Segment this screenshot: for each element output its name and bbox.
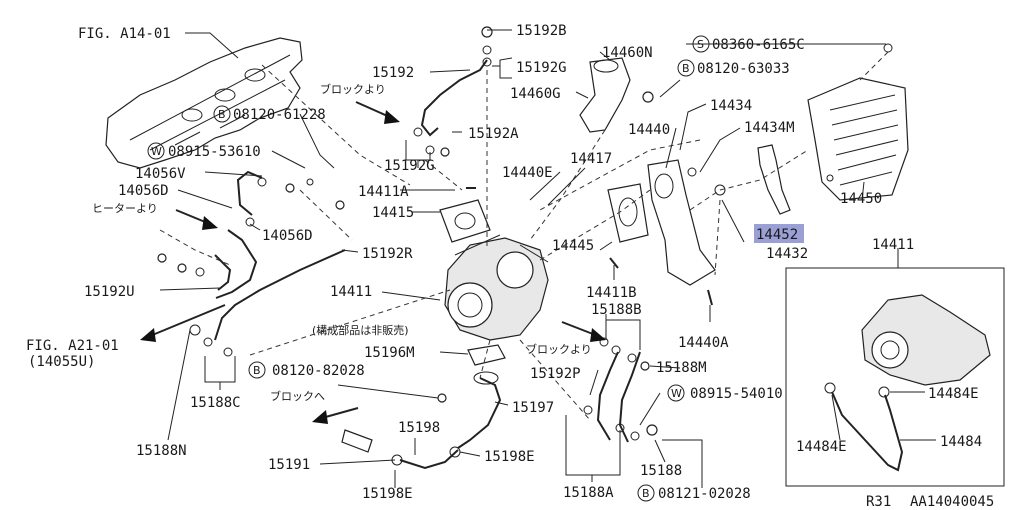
prefix-s-08360: S <box>697 38 704 51</box>
part-08360-6165C[interactable]: 08360-6165C <box>712 37 805 53</box>
dashed-reference-lines <box>159 51 889 421</box>
turbo-outlet-drawing <box>607 159 716 286</box>
part-15188C[interactable]: 15188C <box>190 395 241 411</box>
note-from-block-1: ブロックより <box>320 82 386 96</box>
gasket-drawing <box>439 199 491 243</box>
part-15188M[interactable]: 15188M <box>656 360 707 376</box>
leader-lines <box>159 29 936 488</box>
part-08915-54010[interactable]: 08915-54010 <box>690 386 783 402</box>
note-from-block-2: ブロックより <box>526 342 592 356</box>
part-15192P[interactable]: 15192P <box>530 366 581 382</box>
part-14452[interactable]: 14452 <box>756 227 798 243</box>
part-15198[interactable]: 15198 <box>398 420 440 436</box>
part-14440E[interactable]: 14440E <box>502 165 553 181</box>
part-08915-53610[interactable]: 08915-53610 <box>168 144 261 160</box>
part-15192[interactable]: 15192 <box>372 65 414 81</box>
fig-a14-ref[interactable]: FIG. A14-01 <box>78 26 171 42</box>
heat-shield-drawing <box>807 43 909 201</box>
heater-hoses-drawing <box>157 170 267 299</box>
prefix-b-08120-61228: B <box>218 108 226 121</box>
part-15198E-2[interactable]: 15198E <box>362 486 413 502</box>
part-15192U[interactable]: 15192U <box>84 284 135 300</box>
part-15192G-2[interactable]: 15192G <box>384 158 435 174</box>
prefix-b-08120-63033: B <box>682 62 690 75</box>
part-15188B[interactable]: 15188B <box>591 302 642 318</box>
part-08121-02028[interactable]: 08121-02028 <box>658 486 751 502</box>
part-14484E[interactable]: 14484E <box>928 386 979 402</box>
part-14411B[interactable]: 14411B <box>586 285 637 301</box>
water-hose-drawing <box>341 429 461 470</box>
inset-box <box>785 267 1005 487</box>
part-08120-61228[interactable]: 08120-61228 <box>233 107 326 123</box>
part-08120-63033[interactable]: 08120-63033 <box>697 61 790 77</box>
part-14432[interactable]: 14432 <box>766 246 808 262</box>
part-15197[interactable]: 15197 <box>512 400 554 416</box>
part-14434[interactable]: 14434 <box>710 98 752 114</box>
part-15192A[interactable]: 15192A <box>468 126 519 142</box>
note-from-heater: ヒーターより <box>92 202 158 215</box>
oil-feed-pipe-drawing <box>413 26 493 157</box>
footer-code: AA14040045 <box>910 494 994 510</box>
part-14440[interactable]: 14440 <box>628 122 670 138</box>
prefix-b-08121-02028: B <box>642 487 650 500</box>
pipe-15192P-drawing <box>583 337 658 443</box>
direction-arrows <box>140 101 606 424</box>
part-14434M[interactable]: 14434M <box>744 120 795 136</box>
part-15188[interactable]: 15188 <box>640 463 682 479</box>
turbocharger-drawing <box>444 234 549 341</box>
prefix-w-08915-54010: W <box>671 387 682 400</box>
water-elbow-drawing <box>579 57 654 133</box>
oil-drain-pipe-drawing <box>437 344 506 449</box>
part-08120-82028[interactable]: 08120-82028 <box>272 363 365 379</box>
part-14411A[interactable]: 14411A <box>358 184 409 200</box>
part-14056V[interactable]: 14056V <box>135 166 186 182</box>
part-14460G[interactable]: 14460G <box>510 86 561 102</box>
part-15191[interactable]: 15191 <box>268 457 310 473</box>
part-15196M[interactable]: 15196M <box>364 345 415 361</box>
fig-a21-ref[interactable]: FIG. A21-01 <box>26 338 119 354</box>
highlight-14452 <box>754 224 804 243</box>
prefix-w-08915-53610: W <box>151 145 162 158</box>
part-15198E[interactable]: 15198E <box>484 449 535 465</box>
part-14450[interactable]: 14450 <box>840 191 882 207</box>
part-14056D-2[interactable]: 14056D <box>262 228 313 244</box>
bracket-drawing <box>687 144 791 215</box>
note-not-sold: (構成部品は非販売) <box>312 323 409 337</box>
oil-return-pipe-drawing <box>189 178 346 357</box>
part-14411-inset[interactable]: 14411 <box>872 237 914 253</box>
part-14484E-2[interactable]: 14484E <box>796 439 847 455</box>
part-15192B[interactable]: 15192B <box>516 23 567 39</box>
fig-a21-sub: (14055U) <box>28 354 95 370</box>
part-14460N[interactable]: 14460N <box>602 45 653 61</box>
part-14411[interactable]: 14411 <box>330 284 372 300</box>
part-14415[interactable]: 14415 <box>372 205 414 221</box>
part-14417[interactable]: 14417 <box>570 151 612 167</box>
footer-r31: R31 <box>866 494 891 510</box>
studs-drawing <box>466 187 713 306</box>
part-15192G[interactable]: 15192G <box>516 60 567 76</box>
part-14056D[interactable]: 14056D <box>118 183 169 199</box>
part-15188A[interactable]: 15188A <box>563 485 614 501</box>
part-14484[interactable]: 14484 <box>940 434 982 450</box>
part-14445[interactable]: 14445 <box>552 238 594 254</box>
part-14440A[interactable]: 14440A <box>678 335 729 351</box>
part-15188N[interactable]: 15188N <box>136 443 187 459</box>
note-to-block: ブロックへ <box>270 389 325 403</box>
prefix-b-08120-82028: B <box>253 364 261 377</box>
prefix-symbols <box>147 35 710 502</box>
exhaust-manifold-drawing <box>105 37 303 169</box>
part-15192R[interactable]: 15192R <box>362 246 413 262</box>
